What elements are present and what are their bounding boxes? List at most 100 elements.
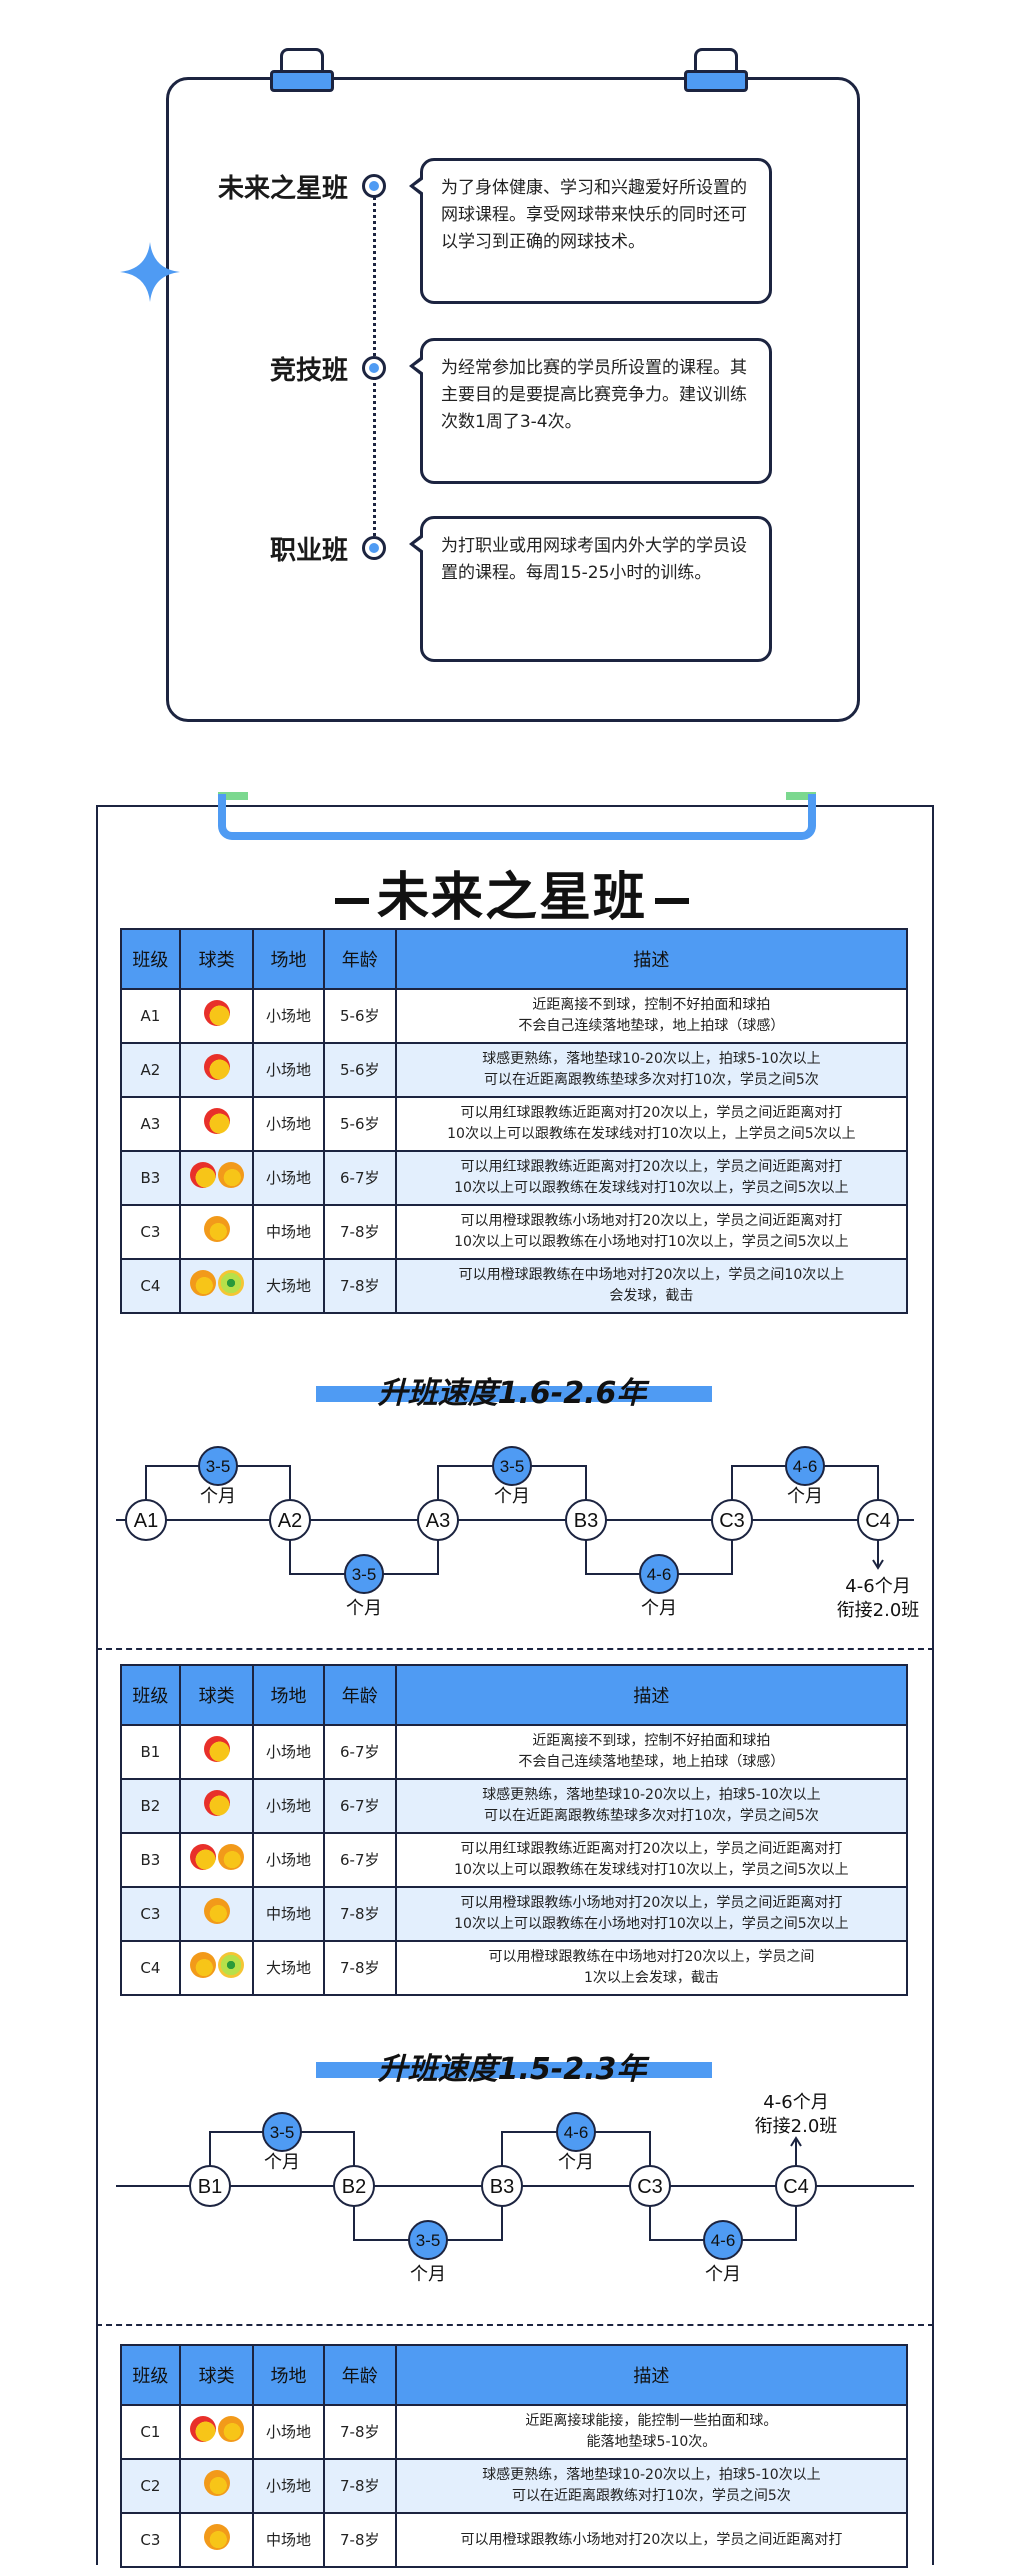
description-line: 近距离接球能接，能控制一些拍面和球。 [525, 2413, 778, 2429]
duration-badge [262, 2112, 302, 2152]
duration-unit: 个月 [200, 1486, 236, 1507]
level-node [711, 1499, 753, 1541]
duration-badge [556, 2112, 596, 2152]
duration-badge [703, 2220, 743, 2260]
duration-value: 4-6 [564, 2123, 589, 2142]
tennis-ball-red-icon [189, 1844, 216, 1870]
level-cell: C4 [120, 1258, 181, 1314]
description-line: 球感更熟练，落地垫球10-20次以上，拍球5-10次以上 [482, 2467, 821, 2483]
sparkle-icon [120, 242, 180, 302]
ball-icons [189, 2416, 244, 2442]
duration-value: 4-6 [647, 1565, 672, 1584]
duration-badge [639, 1554, 679, 1594]
duration-value: 4-6 [711, 2231, 736, 2250]
tennis-ball-red-icon [203, 1054, 230, 1080]
column-header: 描述 [394, 928, 909, 990]
level-node-label: A3 [426, 1510, 450, 1532]
end-note: 衔接2.0班 [837, 1600, 920, 1621]
level-cell: A1 [120, 988, 181, 1044]
level-node-label: B3 [574, 1510, 598, 1532]
description-line: 10次以上可以跟教练在发球线对打10次以上，学员之间5次以上 [454, 1180, 849, 1196]
level-node-label: B3 [490, 2176, 514, 2198]
end-arrow [790, 2136, 802, 2147]
description-line: 可以用红球跟教练近距离对打20次以上，学员之间近距离对打 [460, 1159, 843, 1175]
description-line: 10次以上可以跟教练在发球线对打10次以上，上学员之间5次以上 [447, 1126, 856, 1142]
duration-value: 3-5 [500, 1457, 525, 1476]
description-line: 1次以上会发球，截击 [583, 1970, 719, 1986]
level-cell: C1 [120, 2404, 181, 2460]
age-cell: 5-6岁 [322, 1042, 397, 1098]
level-node [417, 1499, 459, 1541]
class-desc-bubble: 为经常参加比赛的学员所设置的课程。其主要目的是要提高比赛竞争力。建议训练次数1周… [409, 338, 772, 484]
field-cell: 小场地 [252, 1724, 325, 1780]
description-line: 球感更熟练，落地垫球10-20次以上，拍球5-10次以上 [482, 1051, 821, 1067]
age-cell: 6-7岁 [322, 1832, 397, 1888]
duration-badge [408, 2220, 448, 2260]
column-header: 年龄 [322, 928, 397, 990]
tennis-ball-red-icon [203, 1000, 230, 1026]
duration-unit: 个月 [346, 1598, 382, 1619]
class-name: 未来之星班 [217, 174, 348, 204]
timeline-dot [362, 356, 386, 380]
ball-icons [203, 1108, 230, 1134]
tennis-ball-red-icon [203, 1790, 230, 1816]
ball-cell [178, 1096, 255, 1152]
field-cell: 小场地 [252, 988, 325, 1044]
column-header: 球类 [178, 1664, 255, 1726]
age-cell: 7-8岁 [322, 2458, 397, 2514]
description-cell: 可以用橙球跟教练小场地对打20次以上，学员之间近距离对打 [394, 2512, 909, 2568]
ball-icons [203, 1000, 230, 1026]
ball-icons [203, 1790, 230, 1816]
description-line: 可以用橙球跟教练小场地对打20次以上，学员之间近距离对打 [460, 2531, 843, 2548]
table-header-row: 班级球类场地年龄描述 [120, 1664, 909, 1726]
field-cell: 小场地 [252, 2404, 325, 2460]
tennis-ball-green-icon [217, 1952, 244, 1978]
tennis-ball-green-icon [217, 1270, 244, 1296]
field-cell: 中场地 [252, 1886, 325, 1942]
ball-cell [178, 2512, 255, 2568]
level-node [189, 2165, 231, 2207]
column-header: 描述 [394, 1664, 909, 1726]
level-node [125, 1499, 167, 1541]
ball-cell [178, 988, 255, 1044]
duration-badge [198, 1446, 238, 1486]
ball-cell [178, 1204, 255, 1260]
duration-unit: 个月 [558, 2152, 594, 2173]
ball-cell [178, 1150, 255, 1206]
duration-unit: 个月 [705, 2264, 741, 2285]
tennis-ball-red-icon [203, 1108, 230, 1134]
field-cell: 小场地 [252, 1150, 325, 1206]
ball-icons [203, 1054, 230, 1080]
description-line: 可以在近距离跟教练垫球多次对打10次，学员之间5次 [484, 1072, 819, 1088]
description-line: 不会自己连续落地垫球，地上拍球（球感） [518, 1754, 785, 1770]
duration-value: 3-5 [352, 1565, 377, 1584]
column-header: 场地 [252, 2344, 325, 2406]
tennis-ball-orange-icon [203, 2470, 230, 2496]
description-line: 可以用橙球跟教练小场地对打20次以上，学员之间近距离对打 [460, 1213, 843, 1229]
column-header: 班级 [120, 2344, 181, 2406]
level-node-label: C3 [637, 2176, 663, 2198]
level-cell: B1 [120, 1724, 181, 1780]
level-node [565, 1499, 607, 1541]
level-cell: C3 [120, 1204, 181, 1260]
ball-cell [178, 2458, 255, 2514]
binder-clip-right [684, 48, 748, 94]
duration-unit: 个月 [494, 1486, 530, 1507]
ball-icons [189, 1270, 244, 1296]
tennis-ball-red-icon [203, 1736, 230, 1762]
age-cell: 6-7岁 [322, 1724, 397, 1780]
